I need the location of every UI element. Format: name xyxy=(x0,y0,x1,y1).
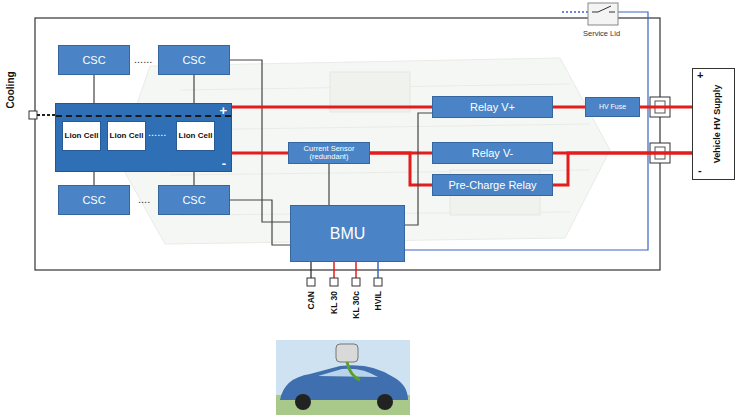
box-label: Lion Cell xyxy=(110,132,144,141)
box-label: BMU xyxy=(330,225,366,243)
csc-box: CSC xyxy=(158,45,230,75)
cooling-port xyxy=(29,111,55,119)
polarity-sign: + xyxy=(697,70,703,81)
box-label: Current Sensor (redundant) xyxy=(289,145,369,162)
charging-car-picture xyxy=(276,340,410,415)
bmu-box: BMU xyxy=(290,205,405,262)
bmu-pins xyxy=(307,262,382,286)
cell-box: Lion Cell xyxy=(62,121,101,151)
box-label: Relay V- xyxy=(472,147,514,159)
current-sensor-box: Current Sensor (redundant) xyxy=(288,142,370,164)
cell-box: Lion Cell xyxy=(176,121,215,151)
hv-power-line xyxy=(553,106,585,109)
terminal-sign: - xyxy=(222,157,226,170)
relay-box: Relay V+ xyxy=(432,96,553,118)
pin-name: KL 30 xyxy=(330,291,339,314)
signal-wire xyxy=(230,200,290,245)
pin-name: KL 30c xyxy=(352,291,361,319)
part-label: Service Lid xyxy=(583,30,620,38)
box-label: CSC xyxy=(182,194,205,206)
signal-wire xyxy=(405,113,432,225)
pin-name: CAN xyxy=(307,291,316,309)
hvil-wire xyxy=(405,12,648,250)
pin-name: HVIL xyxy=(374,291,383,310)
ellipsis: .... xyxy=(138,194,150,205)
csc-box: CSC xyxy=(58,45,130,75)
vehicle-supply-box: Vehicle HV Supply xyxy=(692,68,735,180)
box-label: CSC xyxy=(82,54,105,66)
box-label: Lion Cell xyxy=(65,132,99,141)
ellipsis: ...... xyxy=(148,127,166,138)
box-label: HV Fuse xyxy=(599,103,626,111)
battery-housing xyxy=(35,18,660,270)
signal-wire xyxy=(193,75,194,103)
cell-box: Lion Cell xyxy=(107,121,146,151)
terminal-sign: + xyxy=(219,104,227,117)
signal-wire xyxy=(93,75,94,103)
ellipsis: ...... xyxy=(134,54,152,65)
signal-wire xyxy=(328,164,329,205)
relay-box: Relay V- xyxy=(432,142,553,164)
box-label: Pre-Charge Relay xyxy=(448,179,536,191)
box-label: CSC xyxy=(182,54,205,66)
box-label: Relay V+ xyxy=(470,101,515,113)
box-label: CSC xyxy=(82,194,105,206)
battery-module: + - Lion Cell Lion Cell Lion Cell xyxy=(55,103,232,172)
hv-power-line xyxy=(640,106,692,109)
signal-wire xyxy=(93,172,94,185)
box-label: Vehicle HV Supply xyxy=(713,85,723,164)
csc-box: CSC xyxy=(58,185,130,215)
hv-power-line xyxy=(232,152,288,155)
hv-power-line xyxy=(553,153,692,185)
fuse-box: HV Fuse xyxy=(585,97,640,117)
box-label: Lion Cell xyxy=(179,132,213,141)
cooling-plate xyxy=(56,115,231,117)
service-lid-switch xyxy=(588,3,618,25)
signal-wire xyxy=(193,172,194,185)
relay-box: Pre-Charge Relay xyxy=(432,174,553,196)
polarity-sign: - xyxy=(698,165,702,176)
hv-power-line xyxy=(370,153,432,185)
csc-box: CSC xyxy=(158,185,230,215)
signal-wire xyxy=(230,60,290,222)
port-label: Cooling xyxy=(6,71,16,108)
hv-power-line xyxy=(232,106,432,109)
